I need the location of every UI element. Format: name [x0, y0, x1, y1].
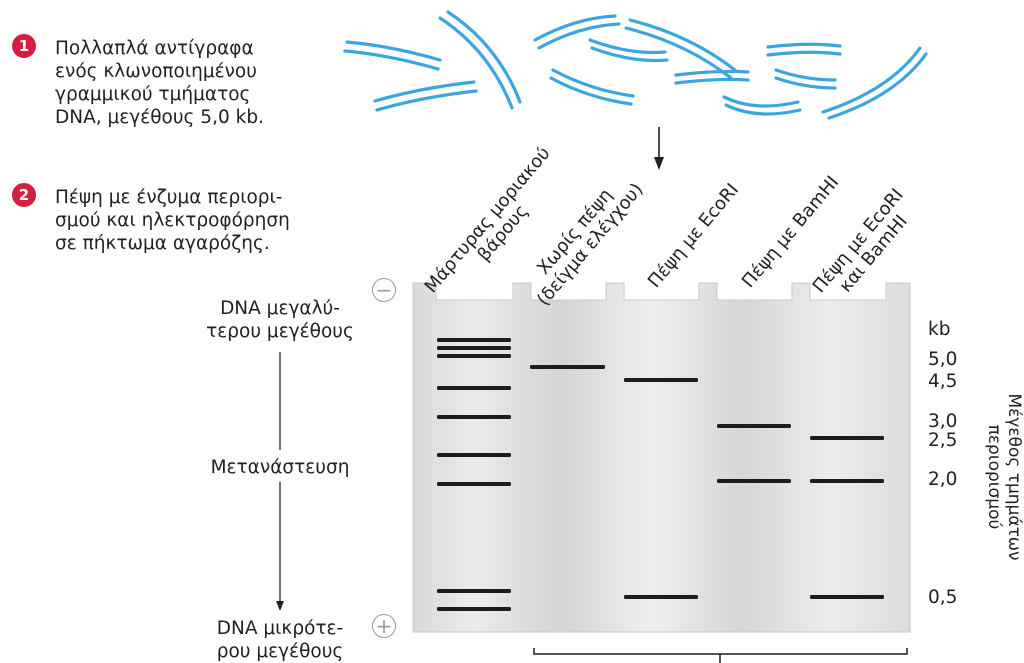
gel-band [717, 424, 791, 428]
dna-fragment-icon [373, 80, 478, 112]
step-1-badge: 1 [12, 34, 36, 58]
agarose-gel [412, 282, 911, 633]
dna-fragment-icon [588, 38, 669, 63]
gel-band [717, 479, 791, 483]
size-label: 2,0 [928, 469, 958, 490]
gel-band [530, 365, 605, 369]
gel-band [437, 482, 511, 486]
dna-fragment-icon [549, 68, 635, 106]
dna-fragment-icon [624, 18, 737, 80]
gel-bands [437, 338, 884, 611]
positive-electrode-icon: + [372, 614, 396, 638]
dna-fragment-icon [774, 68, 837, 90]
fragment-size-title: Μέγεθος τμημάτων περιορισμού [984, 393, 1024, 561]
bottom-bracket [533, 648, 908, 663]
migration-label: Μετανάστευση [210, 457, 350, 478]
migration-arrow-icon [276, 352, 284, 611]
dna-fragment-icon [821, 46, 928, 120]
size-label: 4,5 [928, 371, 958, 392]
dna-fragment-icon [674, 69, 750, 85]
dna-fragment-icon [343, 40, 442, 71]
gel-band [437, 589, 511, 593]
step-1-text: Πολλαπλά αντίγραφα ενός κλωνοποιημένου γ… [55, 38, 264, 128]
gel-band [624, 378, 698, 382]
gel-band [437, 386, 511, 390]
gel-band [437, 338, 511, 342]
size-label: 5,0 [928, 349, 958, 370]
larger-dna-label: DNA μεγαλύ- τερου μεγέθους [206, 298, 354, 342]
size-label: 2,5 [928, 430, 958, 451]
step-2-text: Πέψη με ένζυμα περιορι- σμού και ηλεκτρο… [55, 187, 290, 254]
dna-fragment-icon [438, 10, 522, 110]
gel-band [437, 415, 511, 419]
gel-band [624, 595, 698, 599]
smaller-dna-label: DNA μικρότε- ρου μεγέθους [216, 618, 344, 662]
dna-fragments [343, 10, 928, 120]
size-unit-label: kb [928, 319, 951, 340]
negative-electrode-icon: − [372, 278, 396, 302]
dna-fragment-icon [766, 42, 842, 57]
dna-fragment-icon [722, 95, 802, 116]
gel-band [810, 436, 884, 440]
gel-band [437, 354, 511, 358]
dna-fragment-icon [533, 14, 621, 50]
step-2-badge: 2 [12, 183, 36, 207]
size-label: 0,5 [928, 587, 958, 608]
size-label: 3,0 [928, 411, 958, 432]
down-arrow-icon [654, 127, 664, 170]
gel-band [810, 479, 884, 483]
gel-band [437, 453, 511, 457]
gel-band [810, 595, 884, 599]
gel-band [437, 607, 511, 611]
gel-band [437, 346, 511, 350]
